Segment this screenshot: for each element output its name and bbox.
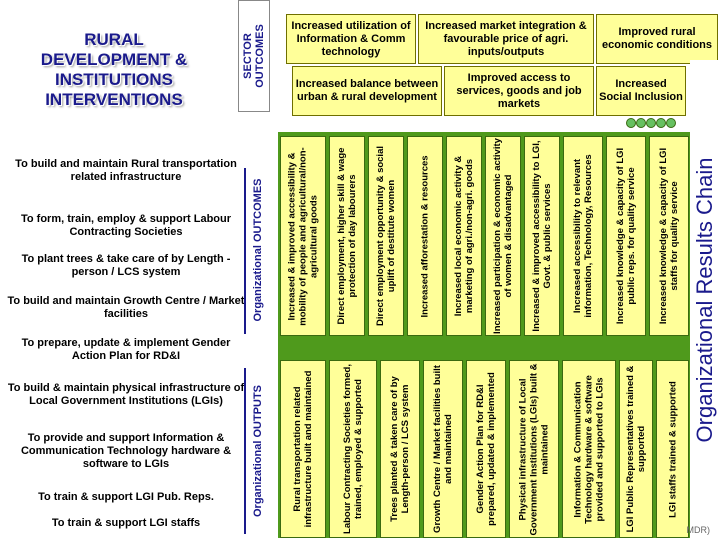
org-outcome-text: Direct employment, higher skill & wage p… xyxy=(336,147,358,325)
org-output-text: Trees planted & taken care of by Length-… xyxy=(389,376,411,522)
org-output-text: LGI Public Representatives trained & sup… xyxy=(625,365,647,533)
org-outcome-box: Increased & improved accessibility & mob… xyxy=(280,136,326,336)
org-outcomes-label: Organizational OUTCOMES xyxy=(248,166,268,334)
title-line: DEVELOPMENT & xyxy=(40,50,188,69)
arrow-icon xyxy=(666,118,676,128)
org-output-text: LGI staffs trained & supported xyxy=(667,380,678,518)
activity-item: To form, train, employ & support Labour … xyxy=(20,213,232,238)
arrow-icon xyxy=(626,118,636,128)
activity-item: To prepare, update & implement Gender Ac… xyxy=(21,337,231,362)
sector-outcome-box: Increased balance between urban & rural … xyxy=(292,66,442,116)
sector-outcome-text: Increased Social Inclusion xyxy=(599,78,683,103)
activity-item: To plant trees & take care of by Length … xyxy=(21,253,231,278)
results-chain-label-text: Organizational Results Chain xyxy=(692,157,717,443)
org-outcome-box: Direct employment opportunity & social u… xyxy=(368,136,404,336)
org-output-box: Growth Centre / Market facilities built … xyxy=(423,360,463,538)
org-outputs-label: Organizational OUTPUTS xyxy=(248,368,268,534)
org-output-text: Rural transportation related infrastruct… xyxy=(292,370,314,528)
sector-outcome-text: Increased utilization of Information & C… xyxy=(291,19,411,58)
outcomes-bracket xyxy=(244,168,246,334)
sector-label-line: OUTCOMES xyxy=(254,24,266,88)
org-outcome-box: Increased afforestation & resources xyxy=(407,136,443,336)
org-outcome-text: Increased knowledge & capacity of LGI pu… xyxy=(615,147,637,325)
org-outcome-box: Increased knowledge & capacity of LGI st… xyxy=(649,136,689,336)
title-line: INSTITUTIONS xyxy=(54,70,174,89)
sector-outcome-box: Increased Social Inclusion xyxy=(596,66,686,116)
arrow-icon xyxy=(636,118,646,128)
org-output-box: Physical infrastructure of Local Governm… xyxy=(509,360,559,538)
org-outcome-box: Increased local economic activity & mark… xyxy=(446,136,482,336)
source-fragment: MDR) xyxy=(686,525,711,535)
org-output-box: Trees planted & taken care of by Length-… xyxy=(380,360,420,538)
arrow-icon xyxy=(656,118,666,128)
org-outcome-box: Increased knowledge & capacity of LGI pu… xyxy=(606,136,646,336)
sector-outcome-box: Increased utilization of Information & C… xyxy=(286,14,416,64)
org-output-box: Information & Communication Technology h… xyxy=(562,360,616,538)
sector-outcomes-label: SECTOR OUTCOMES xyxy=(238,0,270,112)
activity-item: To train & support LGI staffs xyxy=(51,516,201,529)
org-output-text: Growth Centre / Market facilities built … xyxy=(432,365,454,533)
org-output-text: Physical infrastructure of Local Governm… xyxy=(517,362,551,536)
org-output-text: Information & Communication Technology h… xyxy=(572,374,606,524)
sector-outcome-text: Increased market integration & favourabl… xyxy=(425,19,587,58)
org-outcome-box: Direct employment, higher skill & wage p… xyxy=(329,136,365,336)
title-line: INTERVENTIONS xyxy=(45,90,183,109)
outputs-bracket xyxy=(244,368,246,534)
org-outcome-box: Increased & improved accessibility to LG… xyxy=(524,136,560,336)
diagram-title: RURAL DEVELOPMENT & INSTITUTIONS INTERVE… xyxy=(14,30,214,110)
activity-item: To build and maintain Growth Centre / Ma… xyxy=(7,295,245,320)
org-outcome-box: Increased accessibility to relevant info… xyxy=(563,136,603,336)
sector-outcome-text: Increased balance between urban & rural … xyxy=(295,78,439,103)
arrow-icon xyxy=(646,118,656,128)
sector-outcome-text: Improved access to services, goods and j… xyxy=(456,71,582,110)
org-outcome-text: Increased afforestation & resources xyxy=(419,154,431,318)
org-output-box: Labour Contracting Societies formed, tra… xyxy=(329,360,377,538)
org-output-box: LGI Public Representatives trained & sup… xyxy=(619,360,653,538)
org-output-box: Rural transportation related infrastruct… xyxy=(280,360,326,538)
org-output-box: LGI staffs trained & supported xyxy=(656,360,689,538)
activity-item: To provide and support Information & Com… xyxy=(20,431,232,470)
org-output-text: Labour Contracting Societies formed, tra… xyxy=(342,364,364,534)
org-outcome-text: Increased & improved accessibility to LG… xyxy=(531,140,553,332)
org-output-box: Gender Action Plan for RD&I prepared, up… xyxy=(466,360,506,538)
title-line: RURAL xyxy=(84,30,144,49)
org-outcome-box: Increased participation & economic activ… xyxy=(485,136,521,336)
org-outcomes-label-text: Organizational OUTCOMES xyxy=(252,178,264,322)
results-chain-label: Organizational Results Chain xyxy=(690,60,720,540)
org-outcome-text: Direct employment opportunity & social u… xyxy=(375,146,397,326)
sector-outcome-box: Increased market integration & favourabl… xyxy=(418,14,594,64)
sector-outcome-box: Improved rural economic conditions xyxy=(596,14,718,64)
sector-outcome-text: Improved rural economic conditions xyxy=(601,26,712,51)
org-output-text: Gender Action Plan for RD&I prepared, up… xyxy=(475,372,497,526)
org-outcome-text: Increased knowledge & capacity of LGI st… xyxy=(658,147,680,325)
sector-label-line: SECTOR xyxy=(242,33,254,79)
activity-item: To build and maintain Rural transportati… xyxy=(15,158,237,183)
org-outputs-label-text: Organizational OUTPUTS xyxy=(252,385,264,518)
org-outcome-text: Increased & improved accessibility & mob… xyxy=(286,146,320,326)
sector-outcome-box: Improved access to services, goods and j… xyxy=(444,66,594,116)
org-outcome-text: Increased local economic activity & mark… xyxy=(453,155,475,317)
org-outcome-text: Increased accessibility to relevant info… xyxy=(572,154,594,318)
activity-item: To build & maintain physical infrastruct… xyxy=(7,382,245,407)
activity-item: To train & support LGI Pub. Reps. xyxy=(38,490,214,503)
org-outcome-text: Increased participation & economic activ… xyxy=(492,138,514,334)
